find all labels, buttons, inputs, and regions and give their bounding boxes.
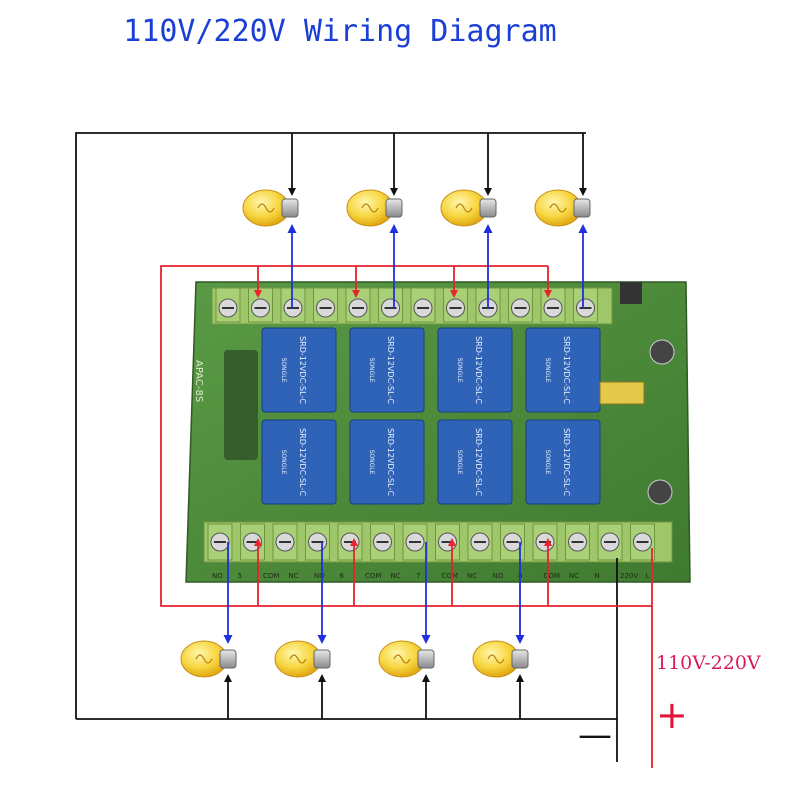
terminal-label: NC xyxy=(289,572,299,580)
terminal-label: NC xyxy=(569,572,579,580)
terminal-label: 5 xyxy=(238,572,242,580)
bulb-base xyxy=(281,198,299,218)
relay-model-text: SRD-12VDC-SL-C xyxy=(474,336,483,404)
lamp-top xyxy=(242,189,299,227)
relay xyxy=(437,419,513,505)
terminal-label: NO xyxy=(493,572,504,580)
relay xyxy=(349,327,425,413)
relay-brand-text: SONGLE xyxy=(456,450,463,475)
terminal-label: COM xyxy=(544,572,560,580)
terminal-label: 7 xyxy=(416,572,420,580)
lamp-top xyxy=(346,189,403,227)
relay-model-text: SRD-12VDC-SL-C xyxy=(474,428,483,496)
bulb-base xyxy=(417,649,435,669)
relay-model-text: SRD-12VDC-SL-C xyxy=(298,336,307,404)
relays: SRD-12VDC-SL-C SONGLE SRD-12VDC-SL-C SONGLE… xyxy=(261,327,601,505)
terminal-label: NO xyxy=(212,572,223,580)
relay-model-text: SRD-12VDC-SL-C xyxy=(562,336,571,404)
bulb-base xyxy=(511,649,529,669)
relay xyxy=(525,327,601,413)
bulb-base xyxy=(313,649,331,669)
supply-plus-sign: + xyxy=(656,693,688,737)
bulb-filament xyxy=(393,654,411,664)
bulb-base xyxy=(385,198,403,218)
bulb-filament xyxy=(549,203,567,213)
diagram-title: 110V/220V Wiring Diagram xyxy=(123,14,557,49)
lamp-bottom xyxy=(472,640,529,678)
relay-board: SRD-12VDC-SL-C SONGLE SRD-12VDC-SL-C SONGLE… xyxy=(185,281,691,583)
relay-model-text: SRD-12VDC-SL-C xyxy=(386,336,395,404)
top-terminal-screws xyxy=(215,287,598,323)
relay xyxy=(349,419,425,505)
lamps xyxy=(180,189,591,678)
supply-voltage-label: 110V-220V xyxy=(656,652,761,674)
bulb-filament xyxy=(195,654,213,664)
relay xyxy=(261,327,337,413)
relay-brand-text: SONGLE xyxy=(280,450,287,475)
relay-brand-text: SONGLE xyxy=(456,358,463,383)
terminal-label: N xyxy=(595,572,600,580)
antenna-coil xyxy=(224,350,258,460)
neutral-wire-top xyxy=(75,132,586,719)
model-label: APAC-8S xyxy=(193,360,204,402)
bulb-filament xyxy=(361,203,379,213)
bulb-filament xyxy=(257,203,275,213)
relay xyxy=(437,327,513,413)
bulb-filament xyxy=(487,654,505,664)
relay-brand-text: SONGLE xyxy=(544,450,551,475)
relay-model-text: SRD-12VDC-SL-C xyxy=(562,428,571,496)
relay-model-text: SRD-12VDC-SL-C xyxy=(298,428,307,496)
terminal-label: NC xyxy=(391,572,401,580)
terminal-label: COM xyxy=(365,572,381,580)
learn-button[interactable] xyxy=(620,282,642,304)
relay-brand-text: SONGLE xyxy=(368,450,375,475)
supply-minus-sign: — xyxy=(578,715,612,755)
lamp-bottom xyxy=(378,640,435,678)
capacitor-bottom xyxy=(647,479,673,505)
bulb-base xyxy=(479,198,497,218)
terminal-label: NO xyxy=(314,572,325,580)
bulb-base xyxy=(219,649,237,669)
capacitor-top xyxy=(649,339,675,365)
lamp-bottom xyxy=(274,640,331,678)
relay-model-text: SRD-12VDC-SL-C xyxy=(386,428,395,496)
terminal-label: COM xyxy=(442,572,458,580)
terminal-label: L xyxy=(646,572,650,580)
bottom-terminal-screws xyxy=(207,523,655,561)
relay-brand-text: SONGLE xyxy=(280,358,287,383)
relay-brand-text: SONGLE xyxy=(368,358,375,383)
bulb-base xyxy=(573,198,591,218)
wires xyxy=(75,132,653,768)
terminal-label: 220V xyxy=(620,572,638,580)
terminal-label: 6 xyxy=(340,572,345,580)
transformer xyxy=(599,381,645,405)
lamp-top xyxy=(534,189,591,227)
bulb-filament xyxy=(455,203,473,213)
relay xyxy=(525,419,601,505)
live-loop xyxy=(160,265,652,607)
terminal-label: NC xyxy=(467,572,477,580)
relay xyxy=(261,419,337,505)
terminal-label: COM xyxy=(263,572,279,580)
lamp-bottom xyxy=(180,640,237,678)
relay-brand-text: SONGLE xyxy=(544,358,551,383)
bulb-filament xyxy=(289,654,307,664)
lamp-top xyxy=(440,189,497,227)
